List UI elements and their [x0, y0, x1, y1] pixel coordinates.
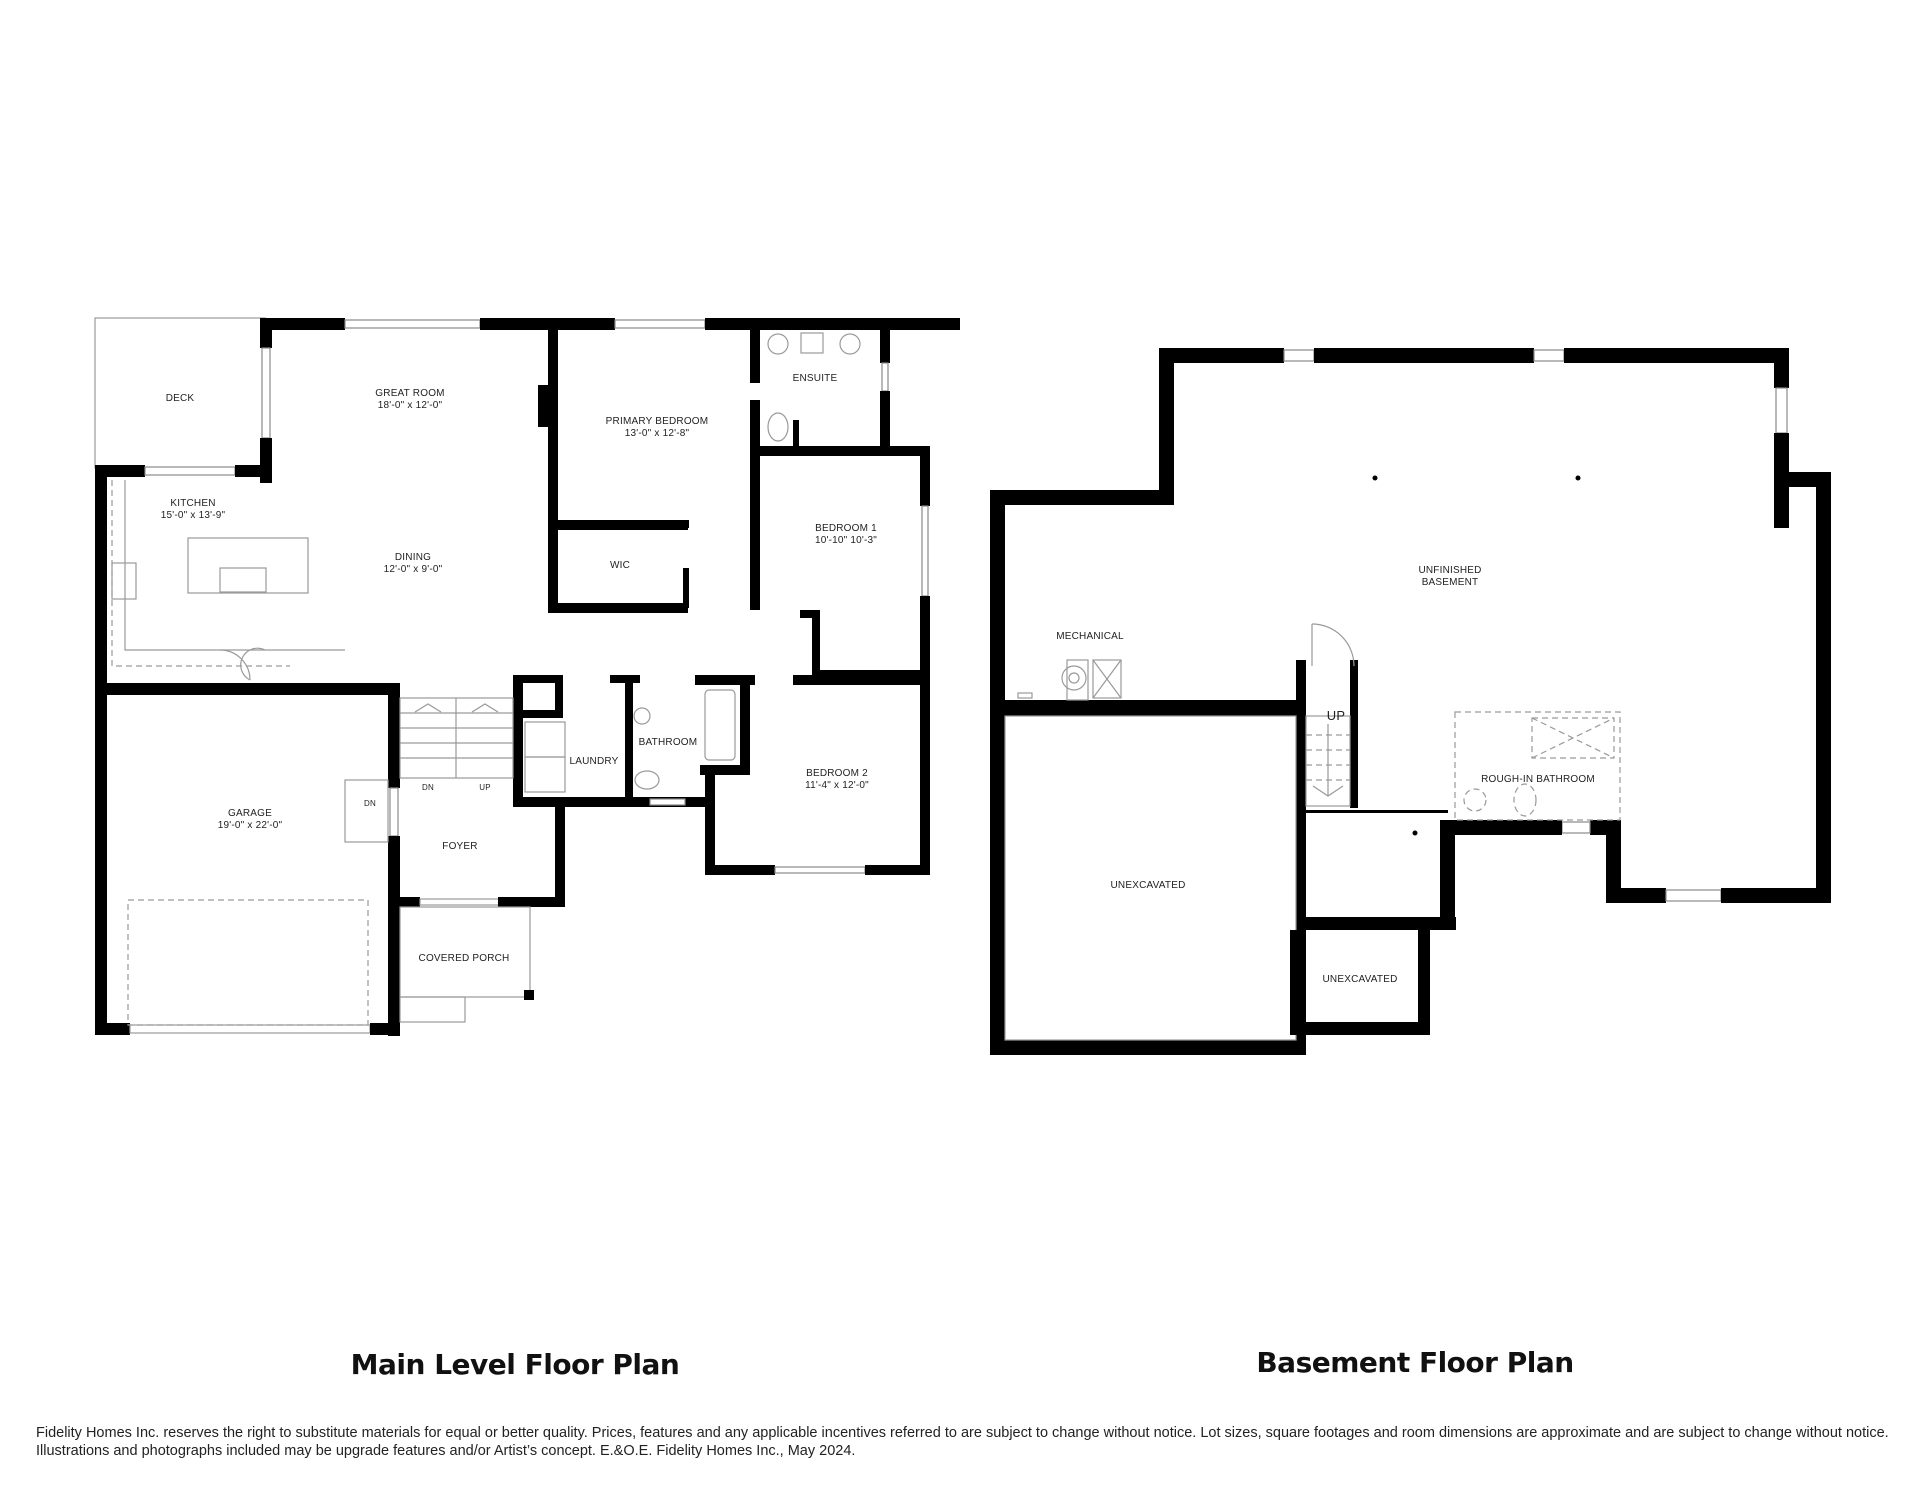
stair-label-dn: DN: [422, 783, 434, 792]
main-level-plan: [94, 317, 960, 1036]
main-level-caption: Main Level Floor Plan: [350, 1348, 680, 1381]
room-label-mechanical: MECHANICAL: [1056, 631, 1124, 642]
stair-label-up: UP: [479, 783, 491, 792]
room-label-unexcavated-small: UNEXCAVATED: [1322, 974, 1398, 985]
basement-stair-label-up: UP: [1326, 708, 1346, 723]
basement-caption: Basement Floor Plan: [1256, 1346, 1574, 1379]
room-label-ensuite: ENSUITE: [792, 373, 838, 384]
room-label-deck: DECK: [165, 393, 195, 404]
disclaimer-text: Fidelity Homes Inc. reserves the right t…: [36, 1425, 1889, 1459]
room-label-covered-porch: COVERED PORCH: [418, 953, 510, 964]
room-label-rough-in-bathroom: ROUGH-IN BATHROOM: [1481, 774, 1595, 785]
room-label-foyer: FOYER: [442, 841, 478, 852]
garage-stair-label-dn: DN: [364, 799, 376, 808]
room-label-wic: WIC: [609, 560, 631, 571]
room-label-unexcavated-large: UNEXCAVATED: [1110, 880, 1186, 891]
room-label-laundry: LAUNDRY: [569, 756, 619, 767]
room-label-bathroom: BATHROOM: [638, 737, 698, 748]
main-stairs: [399, 697, 514, 779]
basement-plan: [990, 348, 1831, 1055]
